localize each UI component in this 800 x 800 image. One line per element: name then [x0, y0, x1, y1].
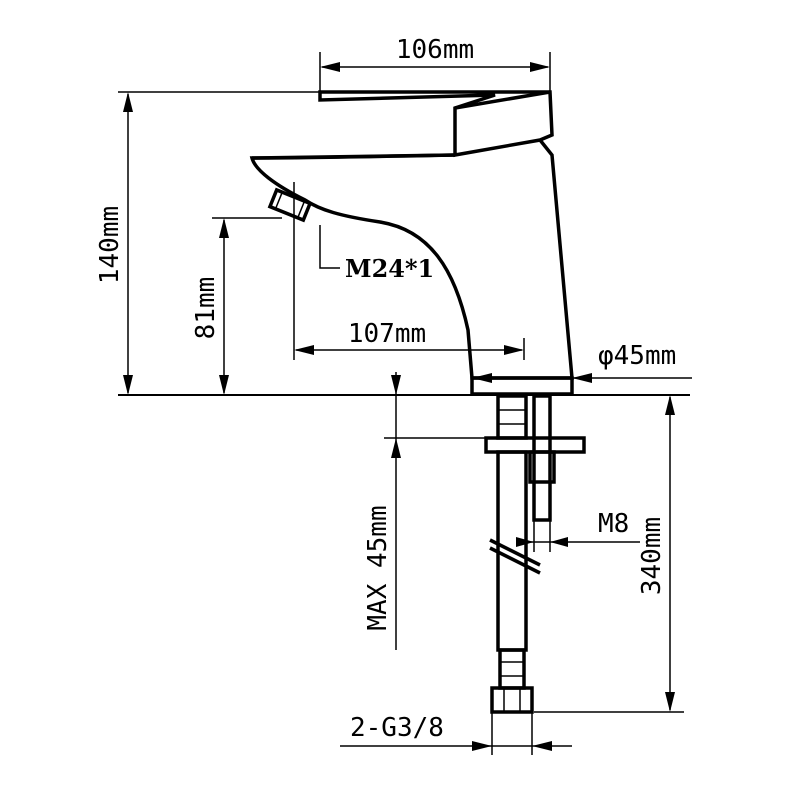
dim-spout-height: 81mm [191, 217, 282, 395]
dim-base-diameter: φ45mm [472, 341, 692, 383]
hose-end-nut [490, 686, 534, 714]
hose-ferrule [498, 648, 526, 690]
dim-height-total: 140mm [95, 91, 320, 395]
dim-spout-reach: 107mm [293, 182, 525, 360]
dim-spout-height-label: 81mm [191, 277, 221, 340]
spout-top [251, 153, 456, 160]
dim-width-top: 106mm [319, 35, 551, 100]
body-column [249, 138, 574, 380]
dim-base-diameter-label: φ45mm [598, 341, 676, 371]
dim-hose-length-label: 340mm [637, 517, 667, 595]
dim-deck-thickness: MAX 45mm [363, 372, 486, 650]
dim-hose-connection: 2-G3/8 [340, 712, 572, 755]
handle-lever [318, 90, 554, 158]
dim-aerator-thread-label: M24*1 [345, 254, 434, 283]
aerator [267, 187, 313, 223]
dim-stud-thread: M8 [516, 509, 640, 552]
dim-hose-length: 340mm [534, 394, 684, 713]
dim-height-total-label: 140mm [95, 206, 125, 284]
mounting-hardware [484, 394, 586, 714]
stud-thread [532, 394, 552, 522]
dim-hose-connection-label: 2-G3/8 [350, 713, 444, 743]
dim-aerator-thread: M24*1 [319, 225, 434, 283]
handle-cap [454, 90, 551, 110]
dim-spout-reach-label: 107mm [348, 319, 426, 349]
dim-stud-thread-label: M8 [598, 509, 629, 539]
stud-nut [528, 450, 556, 484]
dim-deck-thickness-label: MAX 45mm [363, 505, 393, 630]
dim-width-top-label: 106mm [396, 35, 474, 65]
